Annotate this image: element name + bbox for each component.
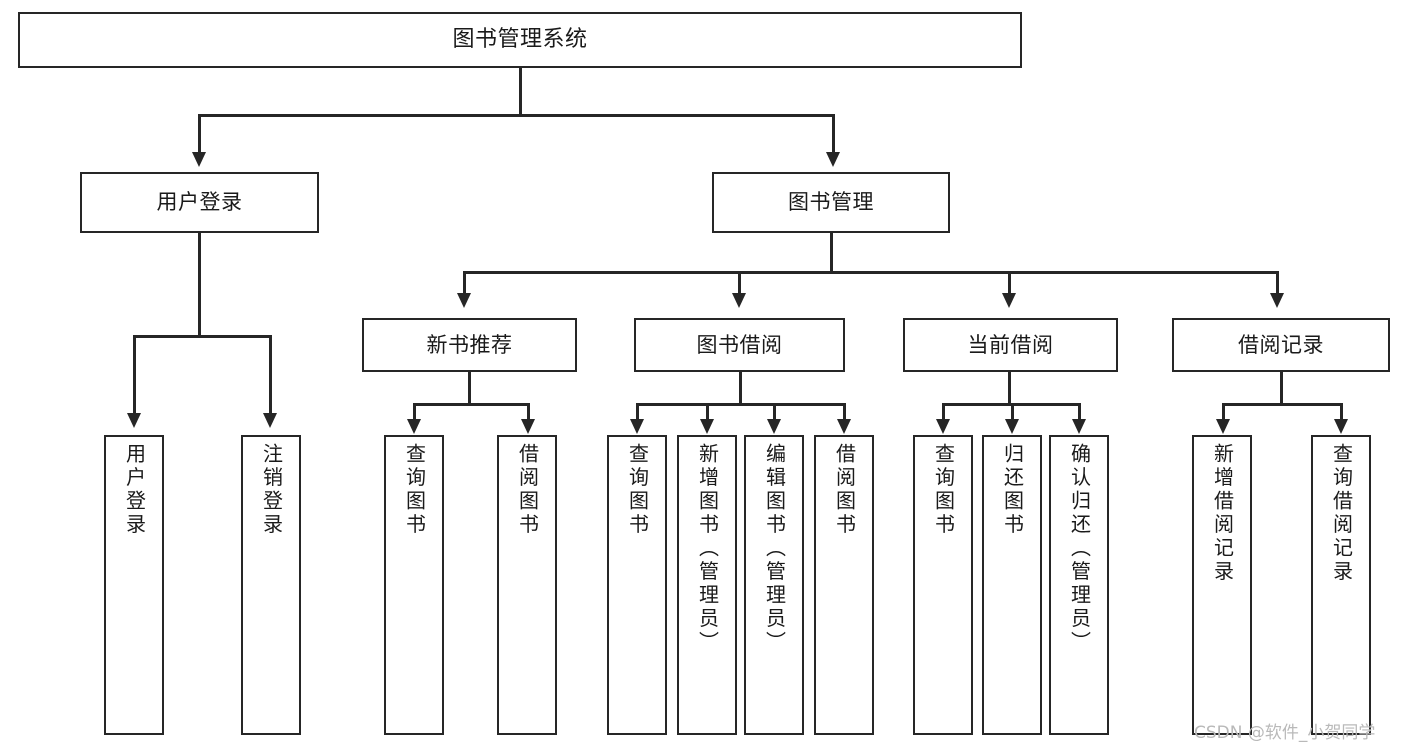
- node-label: 确认归还（管理员）: [1067, 443, 1092, 655]
- node-current-borrow[interactable]: 当前借阅: [903, 318, 1118, 372]
- leaf-book-borrow-query-book[interactable]: 查询图书: [607, 435, 667, 735]
- leaf-book-borrow-borrow-book[interactable]: 借阅图书: [814, 435, 874, 735]
- node-label: 查询图书: [931, 443, 956, 537]
- connector-borrow-record-leaf-1: [1222, 403, 1225, 421]
- connector-root-to-book-management: [832, 114, 835, 154]
- arrowhead-user-login-leaf-1: [127, 413, 141, 428]
- leaf-current-borrow-return-book[interactable]: 归还图书: [982, 435, 1042, 735]
- node-label: 新书推荐: [426, 332, 513, 357]
- connector-book-management-bar: [463, 271, 1278, 274]
- connector-borrow-record-leaf-2: [1340, 403, 1343, 421]
- connector-book-borrow-bar: [636, 403, 846, 406]
- node-book-management[interactable]: 图书管理: [712, 172, 950, 233]
- arrowhead-root-to-book-management: [826, 152, 840, 167]
- node-label: 借阅图书: [515, 443, 540, 537]
- connector-user-login-stem: [198, 233, 201, 337]
- arrowhead-current-borrow-leaf-3: [1072, 419, 1086, 434]
- connector-current-borrow-leaf-1: [942, 403, 945, 421]
- connector-book-borrow-leaf-3: [773, 403, 776, 421]
- connector-book-borrow-stem: [739, 372, 742, 405]
- connector-book-borrow-leaf-2: [706, 403, 709, 421]
- node-label: 图书管理: [788, 190, 874, 215]
- connector-new-book-stem: [468, 372, 471, 405]
- leaf-user-login-logout[interactable]: 注销登录: [241, 435, 301, 735]
- connector-root-bar: [198, 114, 835, 117]
- connector-root-to-user-login: [198, 114, 201, 154]
- leaf-borrow-record-add-record[interactable]: 新增借阅记录: [1192, 435, 1252, 735]
- leaf-user-login-login[interactable]: 用户登录: [104, 435, 164, 735]
- node-label: 图书管理系统: [452, 27, 588, 53]
- node-label: 当前借阅: [967, 332, 1054, 357]
- arrowhead-current-borrow-leaf-1: [936, 419, 950, 434]
- node-borrow-record[interactable]: 借阅记录: [1172, 318, 1390, 372]
- arrowhead-book-borrow-leaf-4: [837, 419, 851, 434]
- arrowhead-bm-borrow-record: [1270, 293, 1284, 308]
- connector-user-login-bar: [133, 335, 271, 338]
- connector-bm-to-new-book: [463, 271, 466, 295]
- connector-book-borrow-leaf-1: [636, 403, 639, 421]
- node-label: 编辑图书（管理员）: [762, 443, 787, 655]
- arrowhead-current-borrow-leaf-2: [1005, 419, 1019, 434]
- node-label: 查询图书: [402, 443, 427, 537]
- arrowhead-bm-new-book: [457, 293, 471, 308]
- leaf-new-book-query-book[interactable]: 查询图书: [384, 435, 444, 735]
- node-label: 借阅图书: [832, 443, 857, 537]
- arrowhead-book-borrow-leaf-1: [630, 419, 644, 434]
- leaf-current-borrow-query-book[interactable]: 查询图书: [913, 435, 973, 735]
- node-label: 用户登录: [156, 190, 243, 215]
- connector-current-borrow-leaf-2: [1011, 403, 1014, 421]
- connector-bm-to-book-borrow: [738, 271, 741, 295]
- connector-bm-to-borrow-record: [1276, 271, 1279, 295]
- node-book-borrow[interactable]: 图书借阅: [634, 318, 845, 372]
- node-user-login[interactable]: 用户登录: [80, 172, 319, 233]
- connector-new-book-bar: [413, 403, 529, 406]
- node-label: 图书借阅: [696, 332, 783, 357]
- leaf-book-borrow-add-book-admin[interactable]: 新增图书（管理员）: [677, 435, 737, 735]
- arrowhead-bm-book-borrow: [732, 293, 746, 308]
- arrowhead-root-to-user-login: [192, 152, 206, 167]
- node-label: 查询借阅记录: [1329, 443, 1354, 584]
- leaf-borrow-record-query-record[interactable]: 查询借阅记录: [1311, 435, 1371, 735]
- connector-borrow-record-stem: [1280, 372, 1283, 405]
- arrowhead-borrow-record-leaf-1: [1216, 419, 1230, 434]
- connector-new-book-leaf-1: [413, 403, 416, 421]
- arrowhead-new-book-leaf-1: [407, 419, 421, 434]
- leaf-book-borrow-edit-book-admin[interactable]: 编辑图书（管理员）: [744, 435, 804, 735]
- connector-book-management-stem: [830, 233, 833, 273]
- connector-root-stem: [519, 68, 522, 115]
- connector-bm-to-current-borrow: [1008, 271, 1011, 295]
- arrowhead-book-borrow-leaf-3: [767, 419, 781, 434]
- arrowhead-user-login-leaf-2: [263, 413, 277, 428]
- connector-current-borrow-leaf-3: [1078, 403, 1081, 421]
- arrowhead-borrow-record-leaf-2: [1334, 419, 1348, 434]
- csdn-watermark: CSDN @软件_小贺同学: [1194, 723, 1376, 743]
- connector-current-borrow-stem: [1008, 372, 1011, 405]
- node-label: 归还图书: [1000, 443, 1025, 537]
- arrowhead-book-borrow-leaf-2: [700, 419, 714, 434]
- node-label: 注销登录: [259, 443, 284, 537]
- node-label: 新增借阅记录: [1210, 443, 1235, 584]
- node-label: 查询图书: [625, 443, 650, 537]
- connector-borrow-record-bar: [1222, 403, 1342, 406]
- arrowhead-new-book-leaf-2: [521, 419, 535, 434]
- node-label: 借阅记录: [1238, 332, 1324, 357]
- node-label: 新增图书（管理员）: [695, 443, 720, 655]
- connector-new-book-leaf-2: [527, 403, 530, 421]
- node-label: 用户登录: [122, 443, 147, 537]
- node-root-book-management-system[interactable]: 图书管理系统: [18, 12, 1022, 68]
- leaf-new-book-borrow-book[interactable]: 借阅图书: [497, 435, 557, 735]
- connector-book-borrow-leaf-4: [843, 403, 846, 421]
- connector-user-login-to-leaf-2: [269, 335, 272, 415]
- connector-user-login-to-leaf-1: [133, 335, 136, 415]
- node-new-book-recommend[interactable]: 新书推荐: [362, 318, 577, 372]
- arrowhead-bm-current-borrow: [1002, 293, 1016, 308]
- leaf-current-borrow-confirm-return-admin[interactable]: 确认归还（管理员）: [1049, 435, 1109, 735]
